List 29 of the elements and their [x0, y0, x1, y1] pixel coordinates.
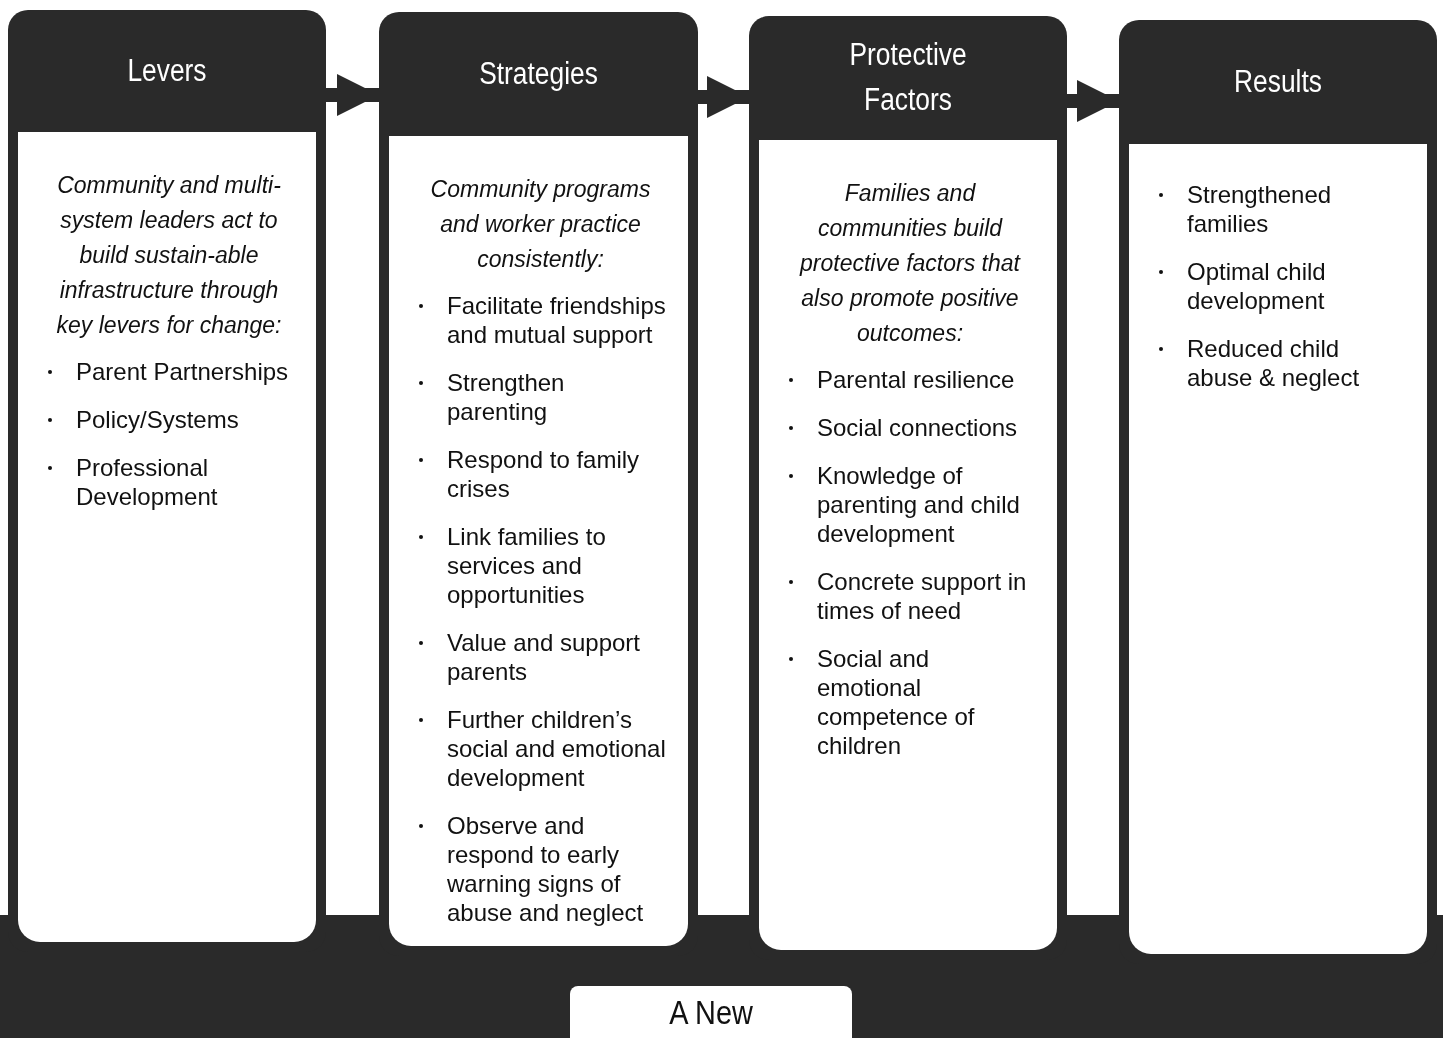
- list-item: Further children’s social and emotional development: [447, 706, 666, 791]
- list-item: Reduced child abuse & neglect: [1187, 335, 1360, 391]
- arrow: [698, 76, 749, 118]
- list-item: Observe and respond to early warning signs of abuse and neglect: [447, 812, 644, 926]
- list-item: Social connections: [817, 414, 1018, 441]
- intro-text: Community programs and worker practice consistently:: [429, 175, 652, 274]
- list-item: Respond to family crises: [447, 446, 640, 502]
- column-heading: Levers: [127, 51, 207, 90]
- list-item: Professional Development: [76, 454, 218, 510]
- list-item: Parental resilience: [817, 366, 1015, 393]
- column-heading: Strategies: [479, 54, 598, 93]
- intro-text: Community and multi-system leaders act to build sustain-able infrastructure through key levers for change:: [55, 171, 283, 340]
- list-item: Knowledge of parenting and child development: [817, 462, 1020, 547]
- arrow: [1067, 80, 1119, 122]
- list-item: Value and support parents: [447, 629, 641, 685]
- list-item: Facilitate friendships and mutual support: [447, 292, 666, 348]
- list-item: Link families to services and opportunities: [447, 523, 606, 608]
- list-item: Optimal child development: [1187, 258, 1326, 314]
- list-item: Strengthened families: [1187, 181, 1332, 237]
- list-item: Parent Partnerships: [76, 358, 289, 385]
- list-item: Concrete support in times of need: [817, 568, 1027, 624]
- list-item: Policy/Systems: [76, 406, 239, 433]
- list-item: Strengthen parenting: [447, 369, 565, 425]
- column-heading: Protective Factors: [848, 36, 968, 119]
- arrow: [326, 74, 379, 116]
- text-box: A New: [570, 986, 852, 1038]
- column-heading: Results: [1234, 62, 1322, 101]
- intro-text: Families and communities build protective factors that also promote positive outcomes:: [798, 179, 1022, 348]
- list-item: Social and emotional competence of children: [817, 645, 975, 759]
